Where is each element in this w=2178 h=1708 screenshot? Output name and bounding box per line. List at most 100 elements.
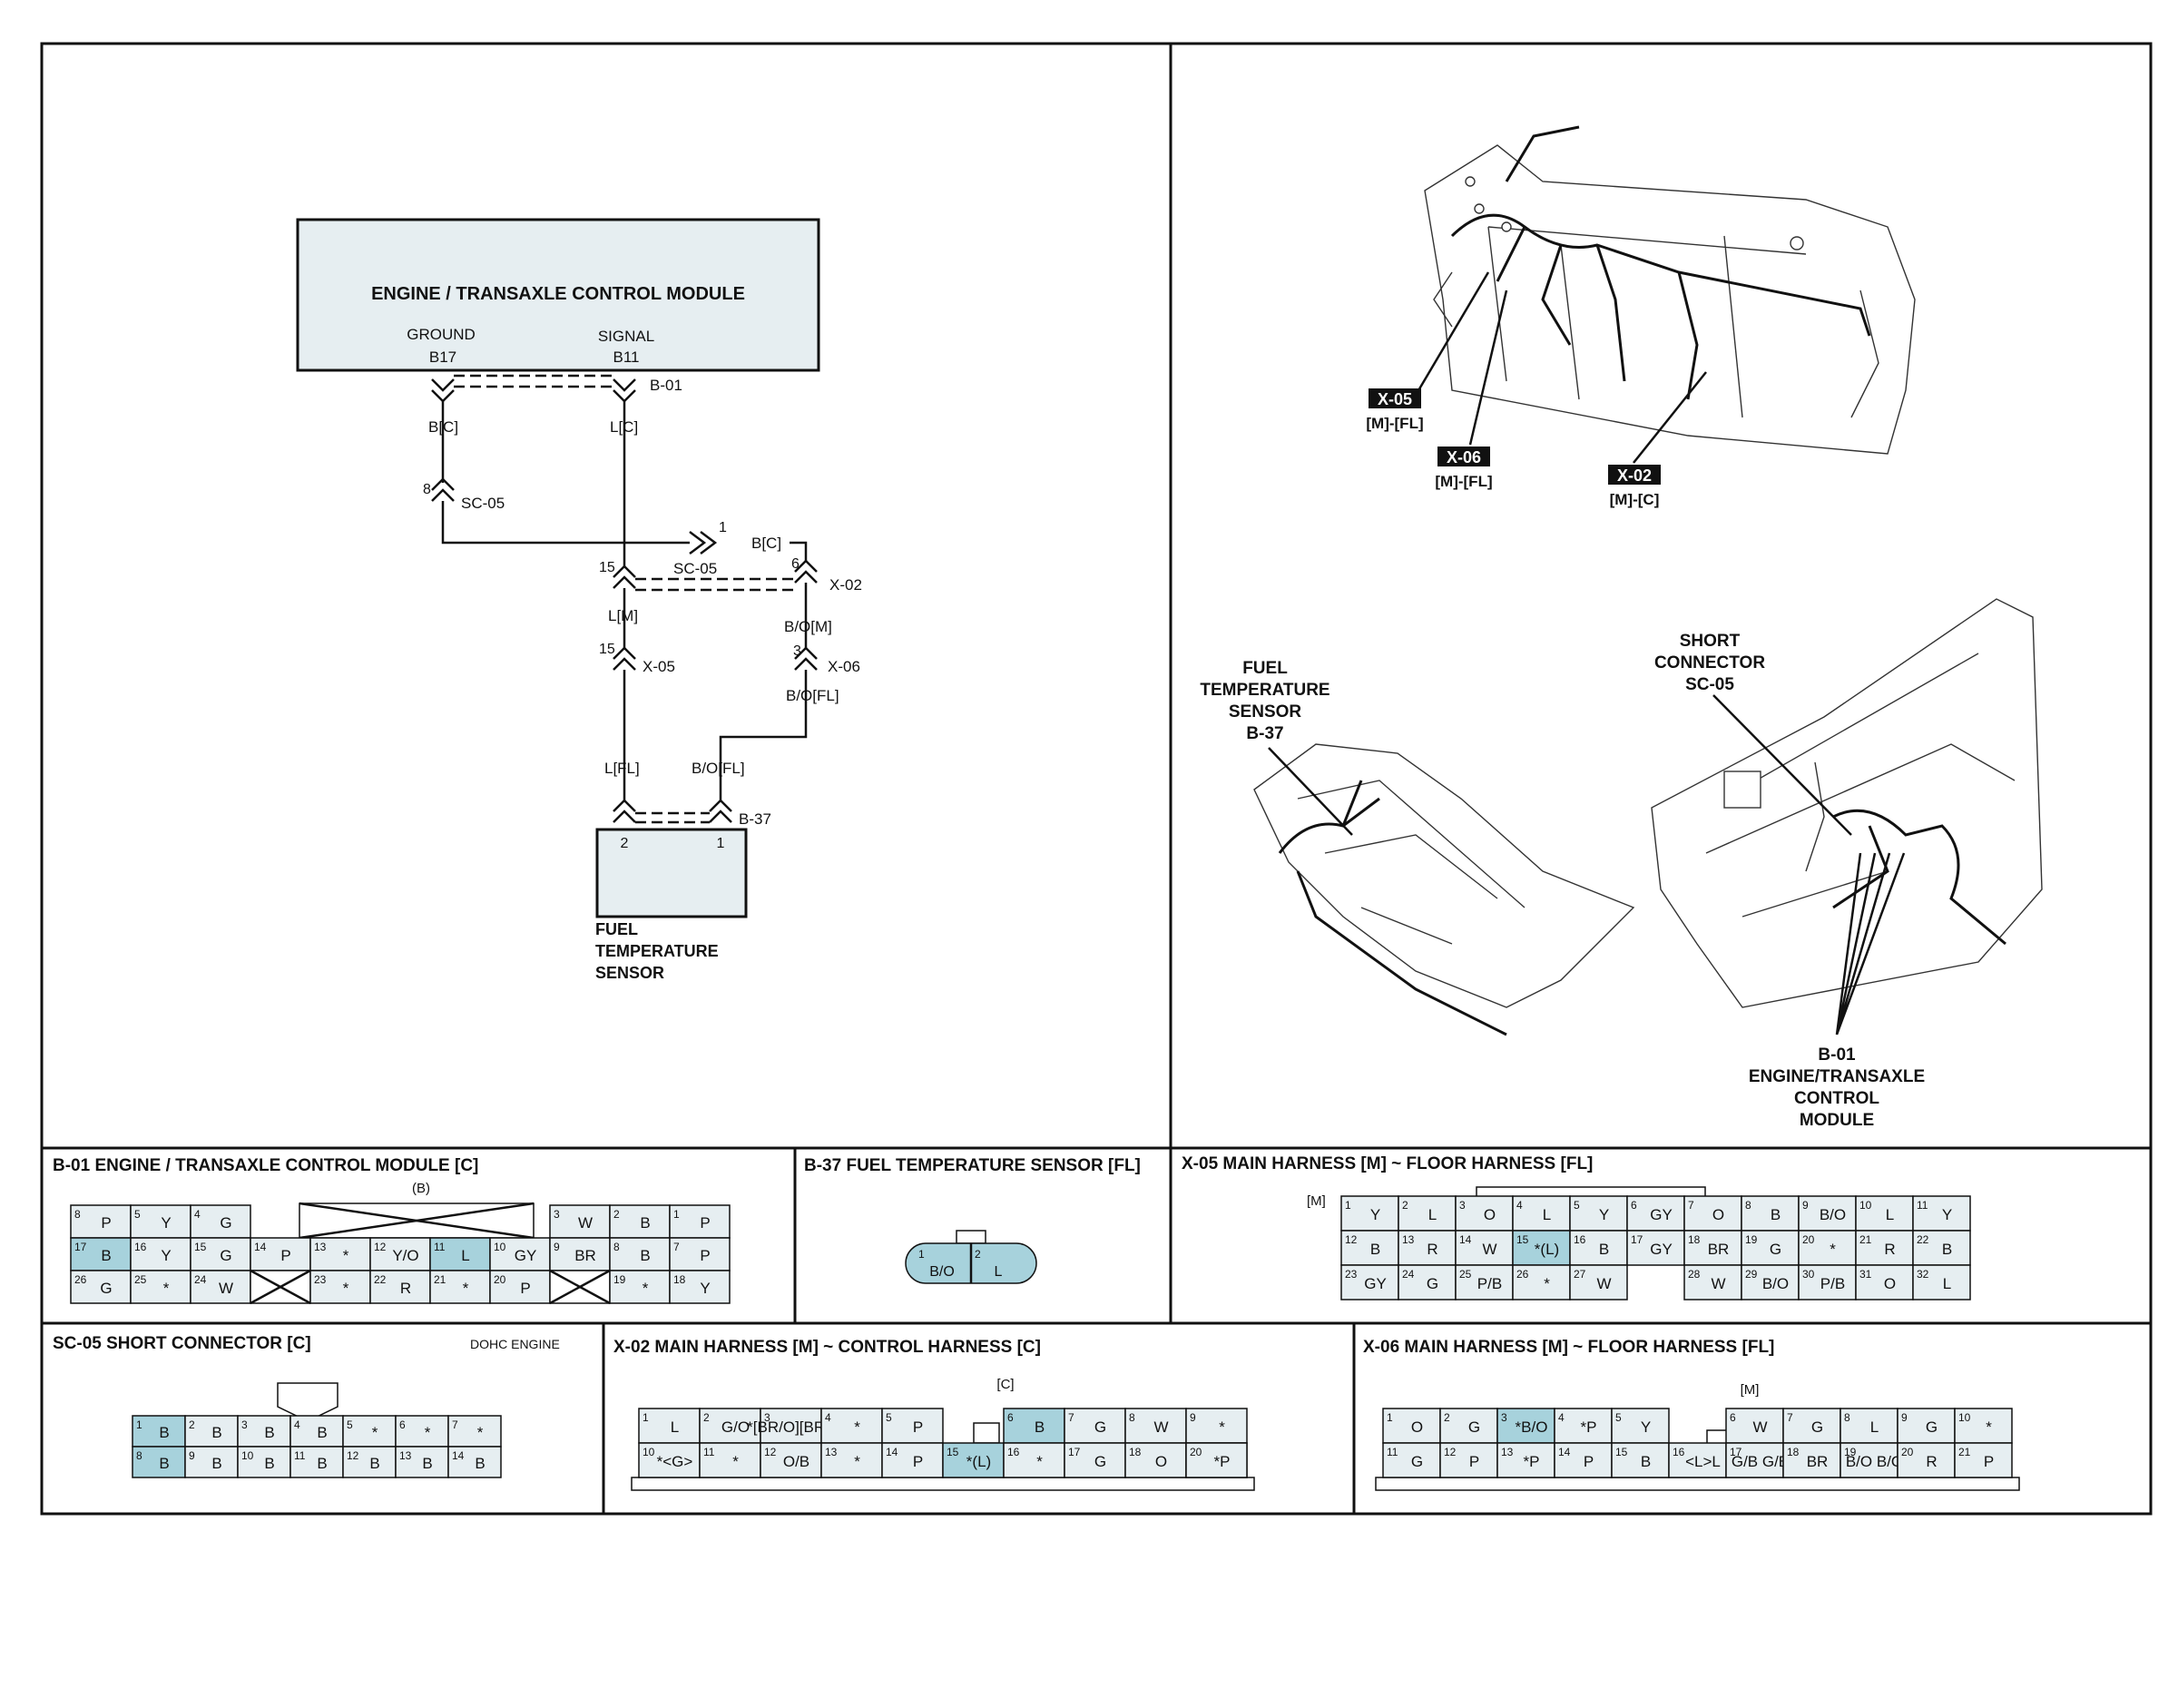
b01-pin-number: 22	[374, 1273, 387, 1286]
x06-pin-cell	[1954, 1442, 2013, 1478]
b01-pin-cell	[309, 1270, 371, 1304]
x05-pin15-symbol	[613, 646, 636, 671]
x02-pin-color: P	[913, 1453, 923, 1470]
x06-pin-number: 10	[1958, 1411, 1971, 1424]
wire-label-l-m: L[M]	[608, 607, 638, 624]
x02-pin-20: 20*P	[1185, 1442, 1248, 1478]
x02-pin-number: 8	[1129, 1411, 1135, 1424]
x05-pin-cell	[1741, 1230, 1800, 1266]
x05-pin-number: 28	[1688, 1268, 1701, 1281]
x05-pin-number: 24	[1402, 1268, 1415, 1281]
x05-pin-cell	[1683, 1230, 1742, 1266]
b01-pin-number: 7	[673, 1241, 680, 1253]
b37-pin1-number: 1	[918, 1248, 925, 1261]
b01-pin-number: 9	[554, 1241, 560, 1253]
x05-pin-color: O	[1484, 1206, 1496, 1223]
x05-pin-cell	[1512, 1264, 1571, 1301]
x02-pin-number: 7	[1068, 1411, 1074, 1424]
b01-pin-cell	[429, 1237, 491, 1271]
b01-pin-color: W	[578, 1214, 593, 1232]
x05-pin-color: O	[1884, 1275, 1896, 1292]
x02-pin-number: 11	[703, 1446, 715, 1458]
dash-harness-clip-3	[1790, 236, 1804, 250]
x06-pin3-symbol	[794, 646, 818, 671]
b01-blank-top	[299, 1202, 535, 1240]
sc05-ref-left: SC-05	[461, 495, 505, 512]
x06-leader-line	[1468, 290, 1508, 446]
b01-pin-cell	[609, 1270, 671, 1304]
x05-pin-color: *	[1830, 1241, 1836, 1258]
b01-pin-number: 13	[314, 1241, 327, 1253]
x02-pin-number: 1	[643, 1411, 649, 1424]
x02-pin-cell	[881, 1408, 944, 1444]
x06-pin-number: 11	[1387, 1446, 1398, 1458]
signal-label: SIGNAL	[598, 328, 654, 345]
b01-pin-color: B	[640, 1247, 650, 1264]
x02-pin-color: *	[1036, 1453, 1043, 1470]
sc05-pin-cell	[447, 1415, 502, 1448]
pin-15-number-b: 15	[599, 642, 615, 657]
x05-pin-color: *	[1544, 1275, 1550, 1292]
sc05-pin1-number: 1	[719, 520, 727, 535]
x06-pin-number: 1	[1387, 1411, 1393, 1424]
b01-pin-color: Y	[161, 1247, 171, 1264]
x06-pin-color: P	[1584, 1453, 1594, 1470]
b01-pin-color: P	[520, 1280, 530, 1297]
x05-tag: X-05	[1378, 390, 1412, 408]
pin-15-number-a: 15	[599, 560, 615, 575]
sc05-pin-cell	[447, 1446, 502, 1478]
x06-pin-cell	[1439, 1408, 1498, 1444]
x05-pin-8: 8B	[1741, 1195, 1800, 1232]
cowl-panel-detail	[1705, 653, 2016, 918]
ground-wire-5	[719, 670, 808, 800]
sc05-pin-5: 5*	[342, 1415, 397, 1448]
pin-3-number: 3	[793, 643, 801, 659]
b01-blank-cell	[250, 1269, 311, 1305]
x06-pin-color: B/O B/O	[1846, 1453, 1903, 1470]
b01-pin-19: 19*	[609, 1270, 671, 1304]
b01-pin-color: *	[463, 1280, 469, 1297]
x02-pin-10: 10*<G>	[638, 1442, 701, 1478]
x06-pin-color: G	[1926, 1418, 1938, 1436]
x05-pin-number: 30	[1802, 1268, 1815, 1281]
x05-pin-20: 20*	[1798, 1230, 1857, 1266]
ecm-module-box	[296, 218, 820, 372]
b01-pin-number: 5	[134, 1208, 141, 1221]
x06-pin-number: 13	[1501, 1446, 1514, 1458]
x06-pin-cell	[1554, 1442, 1613, 1478]
b01-pin-cell	[669, 1270, 731, 1304]
ground-wire-3	[790, 541, 808, 561]
sc05-pin-6: 6*	[395, 1415, 449, 1448]
x05-pin-number: 10	[1859, 1199, 1872, 1212]
pin-6-number: 6	[791, 556, 800, 572]
x05-pin-cell	[1626, 1230, 1685, 1266]
x06-tag-box	[1437, 447, 1490, 466]
x05-pin-22: 22B	[1912, 1230, 1971, 1266]
x05-pin-cell	[1569, 1195, 1628, 1232]
sc-label-line3: SC-05	[1685, 675, 1734, 694]
b01-pin-cell	[549, 1204, 611, 1239]
x05-pin-2: 2L	[1398, 1195, 1457, 1232]
x05-pin-number: 18	[1688, 1233, 1701, 1246]
x05-pin-number: 4	[1516, 1199, 1523, 1212]
x05-pin-number: 17	[1631, 1233, 1643, 1246]
sc05-pin-cell	[289, 1446, 344, 1478]
sc-label-line2: CONNECTOR	[1654, 653, 1765, 672]
x05-pin-15: 15*(L)	[1512, 1230, 1571, 1266]
sc05-pin-color: B	[159, 1424, 169, 1441]
dash-panel-detail-2	[1433, 271, 1879, 418]
x02-pin-11: 11*	[699, 1442, 761, 1478]
sc05-pin-cell	[237, 1415, 291, 1448]
sc05-pin-number: 12	[347, 1449, 359, 1462]
x05-pin-6: 6GY	[1626, 1195, 1685, 1232]
x02-pin-color: O/B	[783, 1453, 809, 1470]
x06-pin-9: 9G	[1897, 1408, 1956, 1444]
sc05-pin-number: 5	[347, 1418, 353, 1431]
x06-pin-cell	[1496, 1442, 1555, 1478]
ground-pin-label: B17	[429, 348, 456, 366]
x06-pin-15: 15B	[1611, 1442, 1670, 1478]
